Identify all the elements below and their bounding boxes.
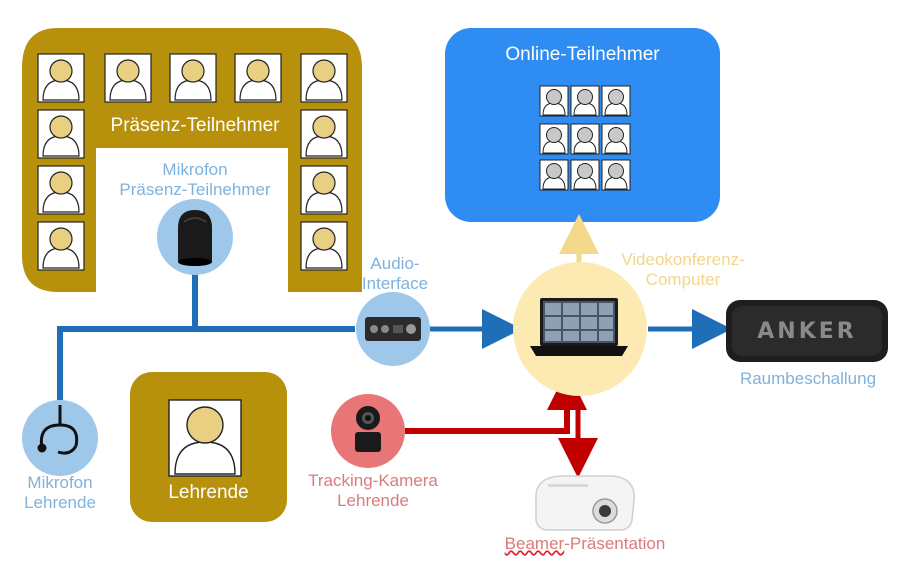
online-avatar-icon xyxy=(601,159,631,191)
audio-interface-icon xyxy=(365,317,421,341)
mic-praesenz-label-line2: Präsenz-Teilnehmer xyxy=(119,180,271,200)
video-computer-label-line2: Computer xyxy=(645,270,721,290)
participant-avatar-icon xyxy=(300,109,348,159)
participant-avatar-icon xyxy=(37,165,85,215)
online-avatar-icon xyxy=(539,159,569,191)
audio-interface-label-line1: Audio- xyxy=(370,254,420,273)
video-computer-label-line1: Videokonferenz- xyxy=(621,250,745,269)
online-label: Online-Teilnehmer xyxy=(505,44,660,65)
mic-lehrende-circle xyxy=(22,400,98,476)
participant-avatar-icon xyxy=(37,221,85,271)
raumbeschallung-label: Raumbeschallung xyxy=(739,369,877,388)
praesenz-label: Präsenz-Teilnehmer xyxy=(110,115,280,136)
participant-avatar-icon xyxy=(104,53,152,103)
tracking-camera-label-line2: Lehrende xyxy=(337,491,409,511)
speaker-icon: ANKER xyxy=(726,300,888,362)
mic-praesenz-label-line1: Mikrofon xyxy=(162,160,228,179)
mic-lehrende-icon xyxy=(37,405,79,455)
participant-avatar-icon xyxy=(234,53,282,103)
participant-avatar-icon xyxy=(37,109,85,159)
audio-interface-label-line2: Interface xyxy=(361,274,429,294)
tracking-camera-label-line1: Tracking-Kamera xyxy=(308,471,438,490)
mic-praesenz-label: Mikrofon Präsenz-Teilnehmer xyxy=(100,160,290,200)
online-avatar-icon xyxy=(601,85,631,117)
lehrende-avatar-icon xyxy=(168,399,242,477)
participant-avatar-icon xyxy=(37,53,85,103)
tracking-camera-icon xyxy=(355,406,381,452)
online-avatar-icon xyxy=(570,123,600,155)
beamer-label: Beamer-Präsentation xyxy=(480,534,690,554)
online-avatar-icon xyxy=(570,85,600,117)
mic-lehrende-label-line2: Lehrende xyxy=(24,493,96,513)
online-avatar-icon xyxy=(539,123,569,155)
tracking-camera-circle xyxy=(331,394,405,468)
online-avatar-icon xyxy=(570,159,600,191)
online-avatar-icon xyxy=(601,123,631,155)
participant-avatar-icon xyxy=(169,53,217,103)
beamer-label-word: Beamer xyxy=(504,534,565,553)
beamer-label-rest: -Präsentation xyxy=(564,534,666,553)
audio-connectors xyxy=(57,270,732,400)
speaker-brand-text: ANKER xyxy=(757,319,856,344)
mic-lehrende-label-line1: Mikrofon xyxy=(27,473,93,492)
tracking-camera-label: Tracking-Kamera Lehrende xyxy=(298,471,448,511)
online-avatars xyxy=(539,85,631,191)
participant-avatar-icon xyxy=(300,165,348,215)
participant-avatar-icon xyxy=(300,53,348,103)
laptop-icon xyxy=(530,298,628,356)
mic-lehrende-label: Mikrofon Lehrende xyxy=(5,473,115,513)
online-avatar-icon xyxy=(539,85,569,117)
video-connectors xyxy=(405,370,598,478)
video-computer-label: Videokonferenz- Computer xyxy=(608,250,758,290)
participant-avatar-icon xyxy=(300,221,348,271)
audio-interface-label: Audio- Interface xyxy=(350,254,440,294)
beamer-icon xyxy=(535,475,635,531)
lehrende-label: Lehrende xyxy=(168,482,249,503)
mic-praesenz-icon xyxy=(178,210,212,266)
